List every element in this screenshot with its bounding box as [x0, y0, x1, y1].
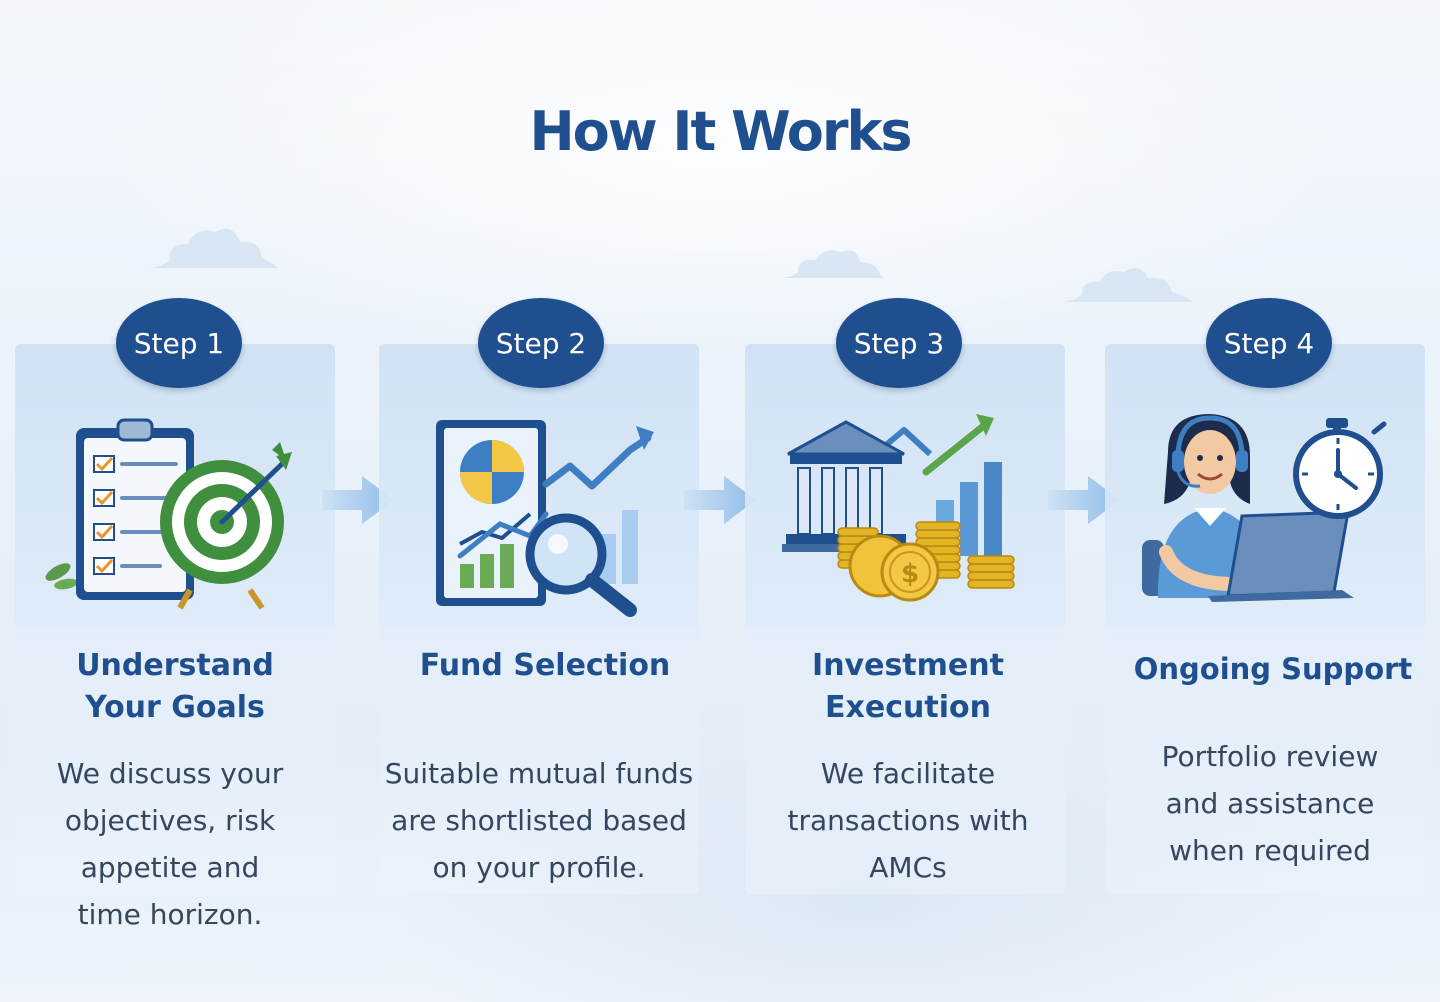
step-description-4: Portfolio review and assistance when req…: [1161, 740, 1379, 867]
step-description-3: We facilitate transactions with AMCs: [787, 757, 1029, 884]
step-description-1: We discuss your objectives, risk appetit…: [56, 757, 284, 931]
clipboard-target-icon: [45, 418, 292, 610]
step-title-4: Ongoing Support: [1133, 652, 1413, 686]
arrow-right-icon: [684, 476, 756, 524]
step-title-1: Understand Your Goals: [76, 648, 274, 725]
cloud-icon: [145, 228, 278, 268]
support-agent-icon: [1142, 414, 1387, 602]
arrow-right-icon: [322, 476, 394, 524]
svg-text:$: $: [901, 559, 919, 589]
step-title-3: Investment Execution: [812, 648, 1004, 725]
chart-magnifier-icon: [436, 420, 654, 617]
step-description-2: Suitable mutual funds are shortlisted ba…: [384, 757, 694, 884]
step-title-2: Fund Selection: [419, 648, 671, 683]
arrow-right-icon: [1048, 476, 1120, 524]
step-badge-3: Step 3: [836, 298, 962, 388]
cloud-icon: [778, 250, 884, 278]
page-title: How It Works: [529, 100, 912, 163]
step-badge-4: Step 4: [1206, 298, 1332, 388]
bank-coins-icon: $: [782, 414, 1015, 602]
cloud-icon: [1058, 268, 1194, 302]
step-badge-1: Step 1: [116, 298, 242, 388]
step-badge-2: Step 2: [478, 298, 604, 388]
